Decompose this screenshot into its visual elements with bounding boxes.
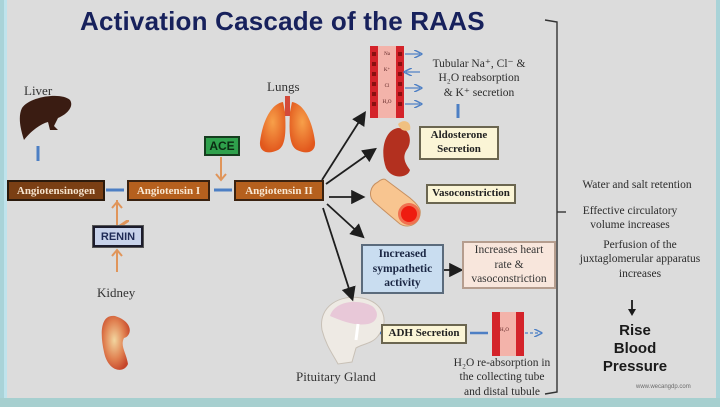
lungs-label: Lungs (267, 79, 300, 94)
sympathetic-line: sympathetic (372, 262, 433, 275)
h2o-reabsorption-text: H₂O re-absorption in the collecting tube… (446, 356, 558, 399)
sympathetic-line: Increased (378, 248, 427, 261)
angiotensinogen-box: Angiotensinogen (7, 180, 105, 201)
perfusion-line: Perfusion of the (603, 239, 677, 251)
liver-icon (19, 95, 72, 140)
water-salt-text: Water and salt retention (582, 179, 692, 191)
pituitary-head-icon (321, 296, 385, 365)
circulatory-line: Effective circulatory (582, 205, 678, 217)
vasoconstriction-box: Vasoconstriction (426, 184, 516, 204)
summary-bracket (544, 19, 558, 395)
liver-label: Liver (24, 83, 53, 98)
renin-box: RENIN (92, 225, 144, 248)
tubular-line: & K⁺ secretion (443, 86, 515, 99)
tubular-line: H₂O reabsorption (438, 72, 520, 85)
blood-vessel-icon (370, 178, 421, 227)
ion-label: Cl (384, 84, 390, 89)
kidney-icon (101, 315, 130, 370)
perfusion-line: juxtaglomerular apparatus (579, 253, 701, 266)
lungs-icon (259, 96, 316, 153)
h2o-line: and distal tubule (463, 385, 540, 398)
circulatory-text: Effective circulatory volume increases (570, 204, 690, 233)
tubule-ions: Na K⁺ Cl H₂O (380, 47, 394, 111)
ion-label: H₂O (382, 100, 392, 105)
result-line: Pressure (602, 358, 668, 375)
perfusion-text: Perfusion of the juxtaglomerular apparat… (575, 238, 705, 281)
tubular-line: Tubular Na⁺, Cl⁻ & (432, 58, 526, 70)
diagram-title: Activation Cascade of the RAAS (80, 6, 485, 36)
result-line: Rise (619, 322, 651, 339)
sympathetic-line: activity (384, 277, 421, 290)
adh-ion-label: H₂O (500, 328, 509, 333)
h2o-line: H₂O re-absorption in (453, 357, 551, 369)
rise-blood-pressure: Rise Blood Pressure (590, 322, 680, 376)
pituitary-label: Pituitary Gland (296, 369, 376, 384)
circulatory-line: volume increases (590, 219, 670, 232)
bottom-band (0, 398, 720, 407)
heart-rate-line: vasoconstriction (471, 273, 547, 286)
heart-rate-line: Increases heart (474, 244, 544, 257)
heart-rate-line: rate & (494, 258, 524, 271)
result-line: Blood (613, 340, 657, 357)
angiotensin-2-box: Angiotensin II (234, 180, 324, 201)
ion-label: Na (384, 52, 390, 57)
adh-box: ADH Secretion (381, 324, 467, 344)
collecting-tubule-icon (492, 312, 524, 356)
angiotensin-1-box: Angiotensin I (127, 180, 210, 201)
watermark: www.wecangdp.com (636, 384, 691, 390)
aldosterone-line: Secretion (437, 143, 481, 155)
ion-label: K⁺ (383, 68, 391, 73)
tubule-icon (370, 46, 404, 118)
kidney-label: Kidney (97, 285, 136, 300)
aldosterone-line: Aldosterone (430, 129, 488, 142)
adrenal-kidney-icon (383, 121, 411, 177)
tubular-text: Tubular Na⁺, Cl⁻ & H₂O reabsorption & K⁺… (424, 57, 534, 100)
h2o-line: the collecting tube (459, 371, 545, 384)
perfusion-line: increases (618, 267, 662, 280)
ace-box: ACE (204, 136, 240, 156)
